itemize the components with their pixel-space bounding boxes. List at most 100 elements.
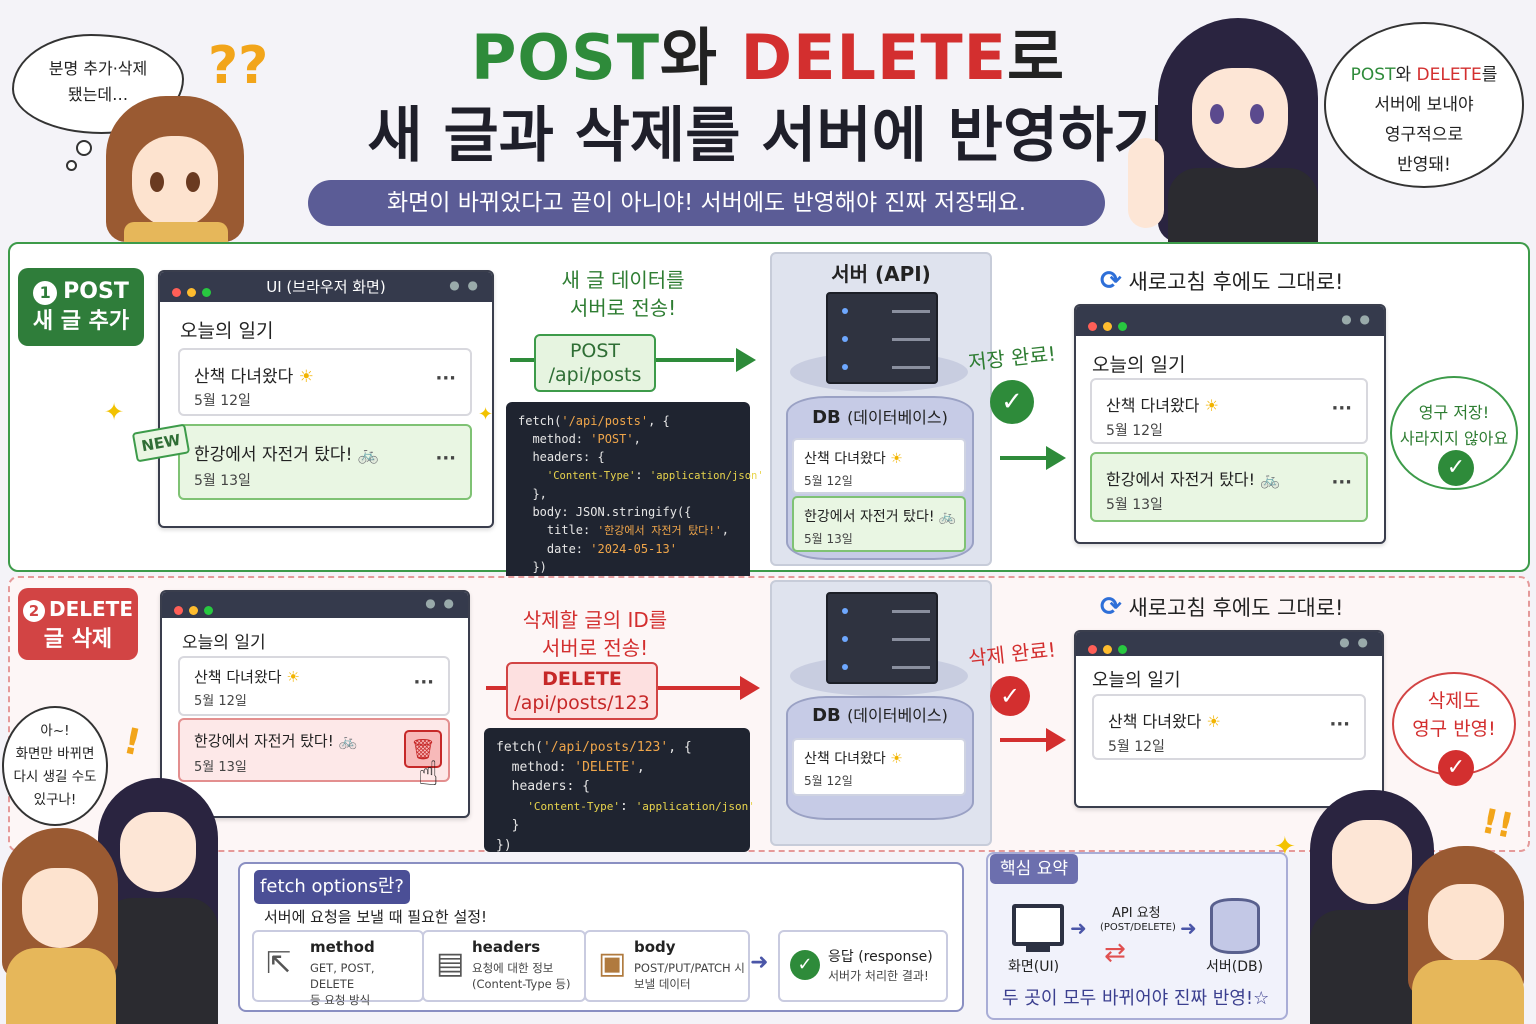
delete-code-block: fetch('/api/posts/123', { method: 'DELET…: [484, 728, 755, 853]
badge-desc: 글 삭제: [43, 626, 113, 652]
maximize-dot[interactable]: [1118, 645, 1127, 654]
diary-card[interactable]: 산책 다녀왔다 ☀ 5월 12일 ···: [1092, 694, 1366, 760]
more-icon[interactable]: ···: [1331, 472, 1352, 493]
two-girls-left-illustration: [2, 778, 234, 1024]
eye-right: [186, 172, 200, 192]
minimize-dot[interactable]: [1103, 645, 1112, 654]
api-label: API 요청: [1112, 906, 1161, 921]
check-icon: ✓: [990, 380, 1034, 424]
delete-send-note: 삭제할 글의 ID를 서버로 전송!: [522, 608, 668, 660]
db-label: DB (데이터베이스): [812, 705, 948, 726]
diary-card-new[interactable]: 한강에서 자전거 탔다! 🚲 5월 13일 ···: [178, 424, 472, 500]
db-record: 산책 다녀왔다 ☀ 5월 12일: [792, 738, 966, 796]
speech-bubble-text: POST와 DELETE를 서버에 보내야 영구적으로 반영돼!: [1351, 30, 1498, 180]
card-title: 산책 다녀왔다 ☀: [194, 367, 314, 387]
more-icon[interactable]: ···: [435, 368, 456, 389]
thought-bubble-text: 분명 추가·삭제 됐는데…: [48, 59, 148, 104]
check-icon: ✓: [990, 676, 1030, 716]
post-result-bubble: 영구 저장! 사라지지 않아요: [1390, 376, 1518, 490]
close-dot[interactable]: [172, 288, 181, 297]
arrow-right-icon: ➜: [1070, 916, 1087, 940]
delete-result-text: 삭제도 영구 반영!: [1412, 690, 1496, 740]
arrow-right-icon: ➜: [1180, 916, 1197, 940]
sweater: [6, 948, 116, 1024]
face-shape: [1332, 820, 1412, 904]
thought-dot: [76, 140, 92, 156]
diary-card[interactable]: 산책 다녀왔다 ☀ 5월 12일 ···: [178, 656, 450, 716]
title-wa: 와: [660, 21, 741, 94]
post-result-arrow-head: [1046, 446, 1066, 470]
delete-refresh-note: ⟳ 새로고침 후에도 그대로!: [1100, 592, 1344, 622]
window-menu-icon[interactable]: ● ●: [449, 278, 480, 292]
pointing-hand: [1128, 138, 1164, 228]
post-method-box: POST /api/posts: [534, 334, 656, 392]
black-hair-woman-illustration: [1128, 18, 1334, 242]
card-title: 한강에서 자전거 탔다! 🚲: [194, 445, 379, 465]
window-controls: [1088, 639, 1133, 658]
subtitle-banner: 화면이 바뀌었다고 끝이 아니야! 서버에도 반영해야 진짜 저장돼요.: [308, 180, 1105, 226]
minimize-dot[interactable]: [189, 606, 198, 615]
eye-right: [1250, 104, 1264, 124]
refresh-icon: ⟳: [1100, 592, 1122, 622]
server-title: 서버 (API): [831, 262, 931, 286]
post-result-arrow-line: [1000, 456, 1046, 460]
window-menu-icon[interactable]: ● ●: [1341, 312, 1372, 326]
bubble-wa: 와: [1395, 65, 1417, 85]
window-controls: [172, 282, 217, 301]
close-dot[interactable]: [1088, 322, 1097, 331]
card-date: 5월 12일: [194, 393, 251, 409]
db-summary-label: 서버(DB): [1206, 959, 1264, 975]
method-name: POST: [569, 340, 621, 362]
maximize-dot[interactable]: [204, 606, 213, 615]
minimize-dot[interactable]: [1103, 322, 1112, 331]
more-icon[interactable]: ···: [435, 448, 456, 469]
more-icon[interactable]: ···: [1331, 398, 1352, 419]
api-sub-label: (POST/DELETE): [1100, 922, 1176, 933]
sun-icon: ☀: [298, 367, 314, 387]
diary-card[interactable]: 산책 다녀왔다 ☀ 5월 12일 ···: [178, 348, 472, 416]
trash-icon[interactable]: 🗑: [404, 730, 442, 768]
pointer-hand-icon: ☝: [418, 754, 439, 794]
window-title: UI (브라우저 화면): [266, 278, 386, 296]
window-menu-icon[interactable]: ● ●: [425, 596, 456, 610]
maximize-dot[interactable]: [202, 288, 211, 297]
badge-method: DELETE: [49, 596, 133, 621]
minimize-dot[interactable]: [187, 288, 196, 297]
title-delete: DELETE: [740, 21, 1007, 94]
diary-card[interactable]: 산책 다녀왔다 ☀ 5월 12일 ···: [1090, 378, 1368, 444]
window-titlebar: ● ●: [162, 592, 468, 618]
window-titlebar: ● ●: [1076, 306, 1384, 336]
diary-title: 오늘의 일기: [182, 633, 266, 653]
sparkle-icon: ✦: [1274, 832, 1296, 862]
bubble-delete: DELETE: [1416, 65, 1482, 85]
maximize-dot[interactable]: [1118, 322, 1127, 331]
close-dot[interactable]: [1088, 645, 1097, 654]
brown-hair-girl-illustration: [106, 96, 244, 242]
more-icon[interactable]: ···: [413, 672, 434, 693]
page-title-line1: POST와 DELETE로: [0, 18, 1536, 98]
box-icon: ▣: [598, 946, 627, 981]
sweater: [124, 222, 228, 242]
check-icon: ✓: [1438, 450, 1474, 486]
option-method: ⇱ method GET, POST, DELETE 등 요청 방식: [252, 930, 424, 1007]
delete-result-arrow-head: [1046, 728, 1066, 752]
diary-title: 오늘의 일기: [180, 320, 274, 342]
post-browser-window: UI (브라우저 화면) ● ● 오늘의 일기 산책 다녀왔다 ☀ 5월 12일…: [158, 270, 494, 528]
sweater: [1412, 960, 1524, 1024]
face-shape: [1192, 68, 1288, 168]
close-dot[interactable]: [174, 606, 183, 615]
diary-card-deleting[interactable]: 한강에서 자전거 탔다! 🚲 5월 13일 🗑: [178, 718, 450, 782]
more-icon[interactable]: ···: [1329, 714, 1350, 735]
screen-label: 화면(UI): [1008, 959, 1060, 975]
method-name: DELETE: [542, 668, 622, 690]
page-title-line2: 새 글과 삭제를 서버에 반영하기: [367, 101, 1169, 171]
window-menu-icon[interactable]: ● ●: [1339, 635, 1370, 649]
sparkle-icon: ✦: [104, 398, 125, 426]
eye-left: [1210, 104, 1224, 124]
diary-card-new[interactable]: 한강에서 자전거 탔다! 🚲 5월 13일 ···: [1090, 452, 1368, 522]
server-rack-icon: [826, 592, 938, 684]
badge-number: 2: [23, 599, 45, 622]
swap-arrows-icon: ⇄: [1104, 938, 1126, 968]
database-icon: [1210, 898, 1260, 954]
